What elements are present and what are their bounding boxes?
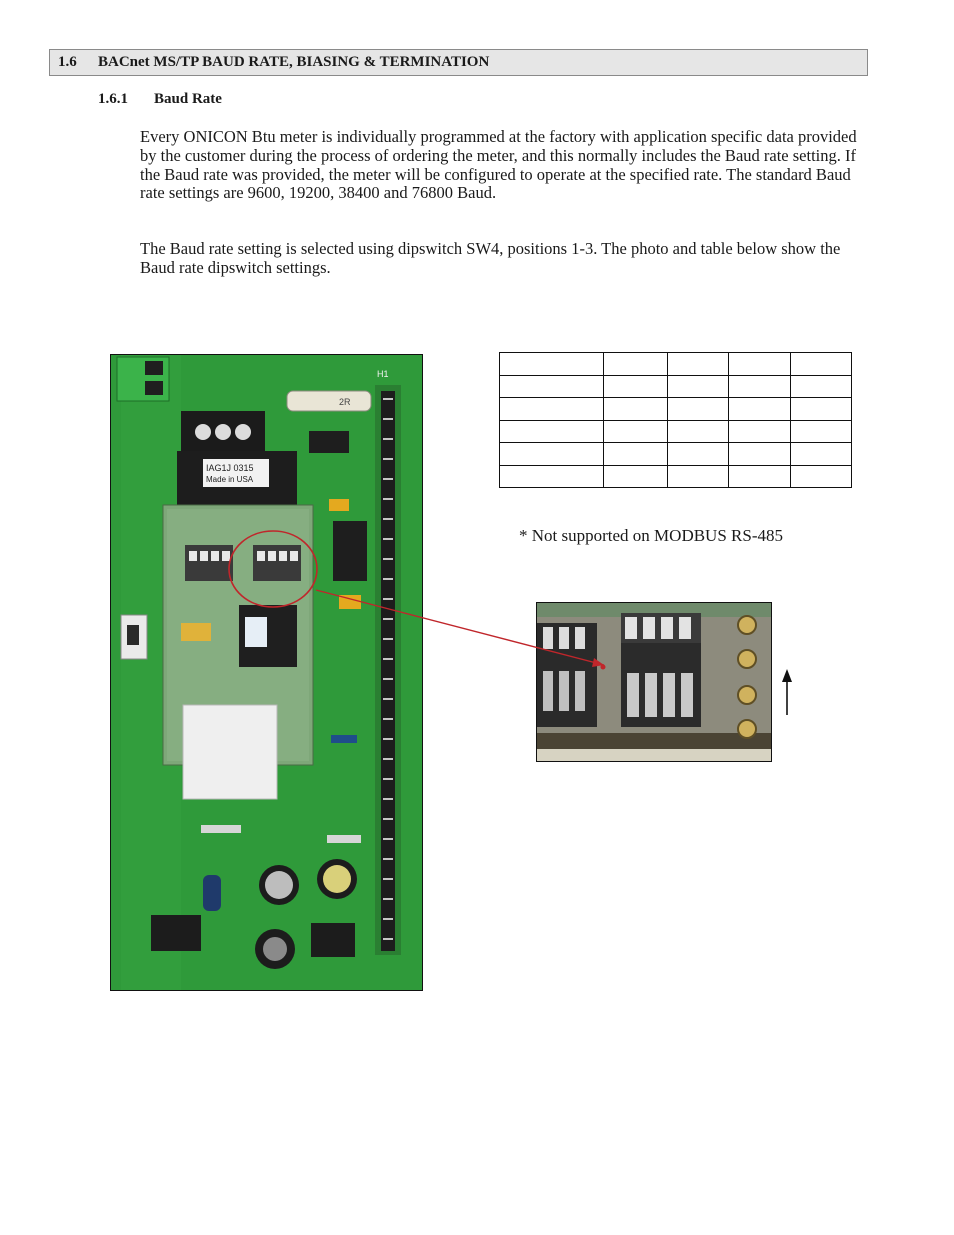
table-cell [499, 374, 604, 398]
table-cell [603, 419, 668, 443]
table-header-cell [790, 352, 852, 376]
subsection-title: Baud Rate [154, 91, 222, 107]
table-row [499, 464, 852, 488]
section-heading: 1.6 BACnet MS/TP BAUD RATE, BIASING & TE… [49, 49, 868, 76]
chip-label-line1: IAG1J 0315 [206, 463, 254, 473]
chip-label-line2: Made in USA [206, 475, 254, 484]
table-cell [499, 464, 604, 488]
table-header-row [499, 352, 852, 376]
table-cell [603, 464, 668, 488]
paragraph-programming: Every ONICON Btu meter is individually p… [140, 127, 857, 203]
footnote: * Not supported on MODBUS RS-485 [519, 526, 783, 545]
section-number: 1.6 [58, 54, 77, 70]
subsection-number: 1.6.1 [98, 91, 128, 107]
table-cell [728, 419, 791, 443]
table-cell [499, 419, 604, 443]
table-cell [728, 397, 791, 421]
table-cell [728, 442, 791, 466]
on-direction-arrow-icon [782, 669, 792, 682]
table-cell [728, 464, 791, 488]
table-cell [667, 464, 729, 488]
table-cell [790, 464, 852, 488]
table-cell [667, 442, 729, 466]
baud-rate-table [499, 352, 852, 488]
table-row [499, 442, 852, 466]
table-header-cell [499, 352, 604, 376]
table-cell [790, 442, 852, 466]
section-title: BACnet MS/TP BAUD RATE, BIASING & TERMIN… [98, 54, 490, 70]
table-cell [790, 397, 852, 421]
table-cell [728, 374, 791, 398]
table-cell [790, 419, 852, 443]
dipswitch-closeup-photo [536, 602, 772, 762]
table-header-cell [603, 352, 668, 376]
resistor-label: 2R [339, 397, 351, 407]
table-header-cell [667, 352, 729, 376]
table-cell [603, 442, 668, 466]
table-cell [667, 397, 729, 421]
paragraph-dipswitch: The Baud rate setting is selected using … [140, 239, 841, 277]
table-row [499, 419, 852, 443]
table-cell [499, 397, 604, 421]
table-cell [603, 374, 668, 398]
table-cell [667, 374, 729, 398]
table-cell [499, 442, 604, 466]
header-label: H1 [377, 369, 389, 379]
table-row [499, 397, 852, 421]
circuit-board-photo: 2R IAG1J 0315 Made in USA [110, 354, 423, 991]
subsection-heading: 1.6.1 Baud Rate [98, 91, 222, 108]
table-header-cell [728, 352, 791, 376]
table-cell [603, 397, 668, 421]
table-cell [667, 419, 729, 443]
table-row [499, 374, 852, 398]
table-cell [790, 374, 852, 398]
